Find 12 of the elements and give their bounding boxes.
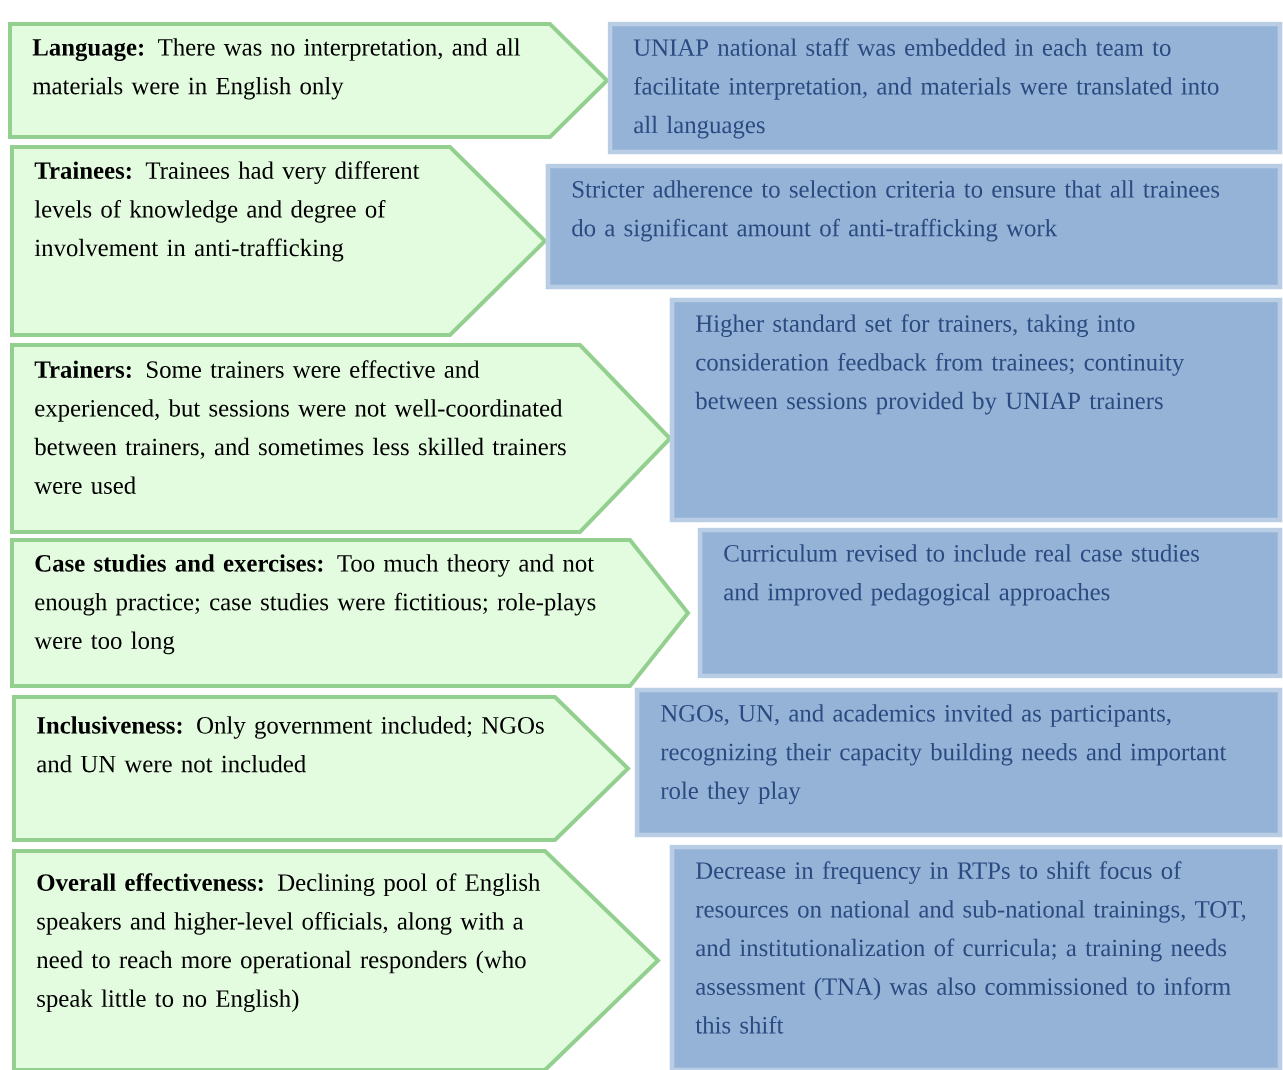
- text-box: Curriculum revised to include real case studies and improved pedagogical approaches: [697, 527, 1283, 679]
- arrow-box: Language: There was no interpretation, and all materials were in English only: [8, 22, 610, 139]
- arrow-box: Case studies and exercises: Too much theory and not enough practice; case studies were fictitious; role-plays were too long: [10, 538, 691, 688]
- text-box: Decrease in frequency in RTPs to shift focus of resources on national and sub-national trainings, TOT, and institutionalization of curricula; a training needs assessment (TNA) was also commissioned to inform this shift: [669, 844, 1283, 1070]
- arrow-box: Trainers: Some trainers were effective and experienced, but sessions were not well-coordinated between trainers, and sometimes less skilled trainers were used: [10, 343, 673, 534]
- arrow-box: Overall effectiveness: Declining pool of English speakers and higher-level officials, along with a need to reach more operational responders (who speak little to no English): [12, 849, 661, 1070]
- text-box: UNIAP national staff was embedded in each team to facilitate interpretation, and materials were translated into all languages: [607, 21, 1283, 155]
- text-box: Higher standard set for trainers, taking into consideration feedback from trainees; continuity between sessions provided by UNIAP trainers: [669, 297, 1283, 523]
- text-box: NGOs, UN, and academics invited as participants, recognizing their capacity building needs and important role they play: [634, 687, 1283, 838]
- arrow-box: Inclusiveness: Only government included; NGOs and UN were not included: [12, 695, 631, 842]
- text-box: Stricter adherence to selection criteria to ensure that all trainees do a significant amount of anti-trafficking work: [545, 163, 1283, 290]
- arrow-box: Trainees: Trainees had very different levels of knowledge and degree of involvement in anti-trafficking: [10, 145, 548, 337]
